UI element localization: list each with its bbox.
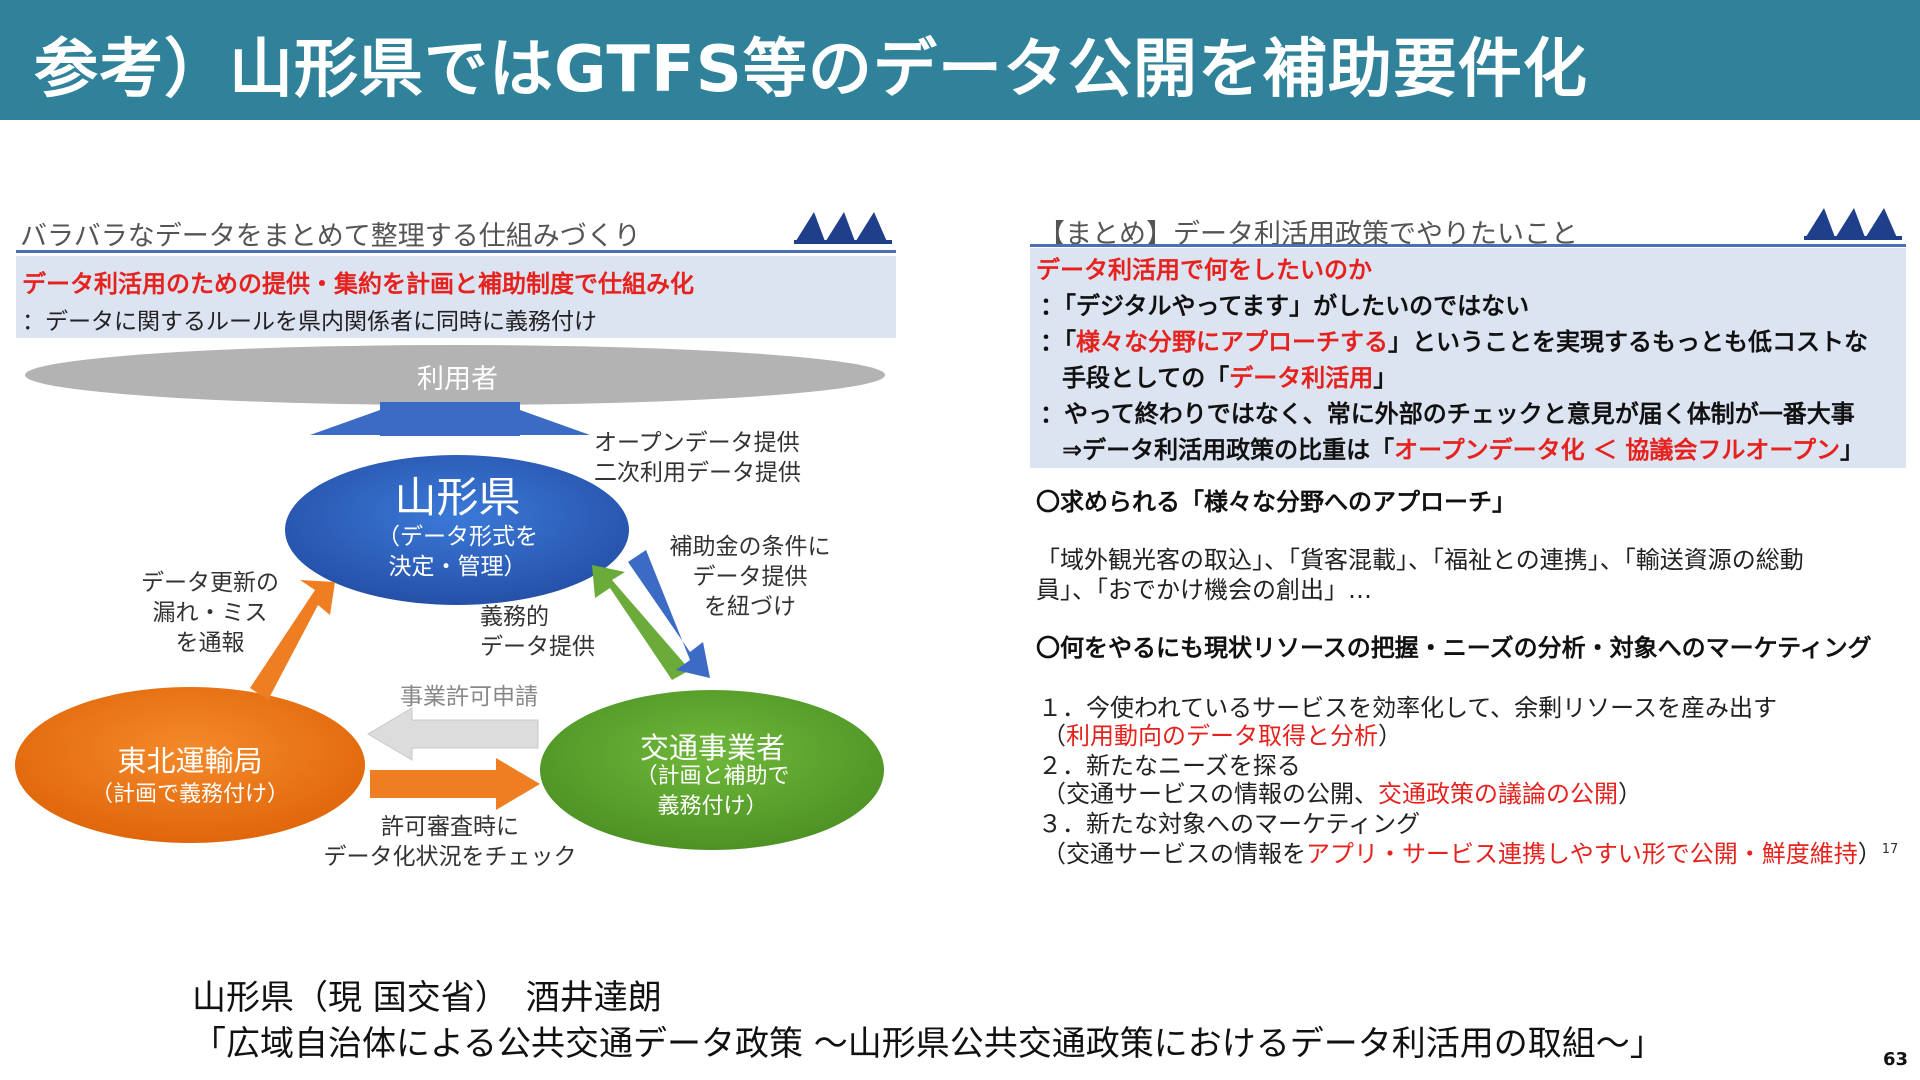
yamagata-subtitle-2: 決定・管理） (388, 554, 527, 580)
yamagata-subtitle-1: （データ形式を (377, 524, 538, 550)
right-point-2-c: 」ということを実現するもっとも低コストな (1388, 328, 1868, 356)
page-number: 63 (1882, 1049, 1908, 1070)
section-approach-body-2: 員」、「おでかけ機会の創出」… (1036, 576, 1372, 604)
item-3-sub: （交通サービスの情報をアプリ・サービス連携しやすい形で公開・鮮度維持）17 (1042, 834, 1898, 869)
right-point-4: ：やって終わりではなく、常に外部のチェックと意見が届く体制が一番大事 (1040, 400, 1855, 428)
left-heading: バラバラなデータをまとめて整理する仕組みづくり (20, 221, 641, 252)
item-1: １．今使われているサービスを効率化して、余剰リソースを産み出す (1038, 694, 1777, 722)
yamagata-title: 山形県 (394, 473, 521, 522)
right-point-2: ：「様々な分野にアプローチする」ということを実現するもっとも低コストな (1040, 322, 1868, 357)
tohoku-title: 東北運輸局 (117, 744, 263, 778)
subsidy-label: 補助金の条件に データ提供 を紐づけ (660, 532, 840, 622)
right-point-2-b: 様々な分野にアプローチする (1076, 328, 1388, 356)
right-summary-box (1030, 248, 1906, 468)
item-1-sub: （利用動向のデータ取得と分析） (1042, 716, 1402, 751)
item-1-sub-c: ） (1378, 722, 1402, 750)
right-point-3-b: データ利活用 (1229, 364, 1374, 392)
item-2-sub-a: （交通サービスの情報の公開、 (1042, 780, 1378, 808)
arrow-permit-check (370, 758, 540, 810)
data-flow-diagram (15, 345, 885, 850)
tohoku-ellipse (15, 687, 365, 843)
item-3-sub-c: ） (1857, 840, 1882, 868)
permit-application-label: 事業許可申請 (400, 684, 538, 710)
yamagata-ellipse (285, 455, 629, 605)
up-arrow-users-body (380, 410, 520, 436)
right-point-3-a: 手段としての「 (1062, 364, 1230, 392)
right-point-5: ⇒データ利活用政策の比重は「オープンデータ化 ＜ 協議会フルオープン」 (1062, 430, 1864, 465)
update-label-3: を通報 (175, 630, 245, 656)
duty-label-2: データ提供 (480, 634, 595, 660)
logo-icon (794, 212, 892, 244)
update-label: データ更新の 漏れ・ミス を通報 (120, 568, 300, 658)
duty-label-1: 義務的 (480, 604, 549, 630)
right-point-5-b: オープンデータ化 ＜ 協議会フルオープン (1394, 436, 1840, 464)
permit-check-label: 許可審査時に データ化状況をチェック (310, 812, 590, 872)
title-bar: 参考）山形県ではGTFS等のデータ公開を補助要件化 (0, 0, 1920, 120)
item-1-sub-b: 利用動向のデータ取得と分析 (1066, 722, 1378, 750)
tohoku-subtitle: （計画で義務付け） (90, 782, 289, 807)
item-1-sub-a: （ (1042, 722, 1066, 750)
right-point-3: 手段としての「データ利活用」 (1062, 358, 1397, 393)
arrow-report-update (250, 580, 335, 700)
item-2-sub-b: 交通政策の議論の公開 (1378, 780, 1618, 808)
left-rule (16, 250, 896, 253)
left-summary-line1: データ利活用のための提供・集約を計画と補助制度で仕組み化 (22, 270, 694, 298)
operator-ellipse (540, 690, 884, 850)
item-3-sub-b: アプリ・サービス連携しやすい形で公開・鮮度維持 (1306, 840, 1858, 868)
subsidy-label-3: を紐づけ (704, 594, 796, 620)
arrow-permit-application (367, 707, 539, 761)
right-point-1: ：「デジタルやってます」がしたいのではない (1040, 292, 1530, 320)
item-3-sub-a: （交通サービスの情報を (1042, 840, 1306, 868)
operator-subtitle-2: 義務付け） (657, 794, 768, 819)
open-data-label: オープンデータ提供 二次利用データ提供 (594, 428, 801, 488)
section-approach-body-1: 「域外観光客の取込」、「貨客混載」、「福祉との連携」、「輸送資源の総動 (1036, 546, 1804, 574)
open-data-label-1: オープンデータ提供 (594, 430, 800, 456)
open-data-label-2: 二次利用データ提供 (594, 460, 801, 486)
operator-subtitle: （計画と補助で 義務付け） (540, 762, 885, 822)
item-2-sub: （交通サービスの情報の公開、交通政策の議論の公開） (1042, 774, 1642, 809)
item-3: ３．新たな対象へのマーケティング (1038, 810, 1421, 838)
permit-check-label-1: 許可審査時に (381, 814, 519, 840)
yamagata-subtitle: （データ形式を 決定・管理） (285, 522, 630, 582)
slide-title: 参考）山形県ではGTFS等のデータ公開を補助要件化 (34, 33, 1588, 107)
right-question: データ利活用で何をしたいのか (1036, 256, 1372, 284)
credit-presentation-title: 「広域自治体による公共交通データ政策 ～山形県公共交通政策におけるデータ利活用の… (192, 1024, 1664, 1064)
section-approach-heading: 〇求められる「様々な分野へのアプローチ」 (1036, 488, 1516, 516)
permit-check-label-2: データ化状況をチェック (323, 844, 577, 870)
arrow-duty-data (592, 565, 690, 680)
credit-author: 山形県（現 国交省） 酒井達朗 (192, 978, 662, 1018)
right-point-2-a: ：「 (1040, 328, 1076, 356)
item-3-page-ref: 17 (1881, 842, 1899, 857)
left-summary-box (16, 256, 896, 338)
right-point-5-a: ⇒データ利活用政策の比重は「 (1062, 436, 1395, 464)
logo-icon (1804, 208, 1902, 240)
update-label-2: 漏れ・ミス (152, 600, 268, 626)
subsidy-label-1: 補助金の条件に (669, 534, 831, 560)
right-point-3-c: 」 (1373, 364, 1398, 392)
right-point-5-c: 」 (1839, 436, 1864, 464)
users-ellipse (25, 345, 885, 405)
subsidy-label-2: データ提供 (692, 564, 808, 590)
operator-title: 交通事業者 (639, 731, 785, 765)
duty-label: 義務的 データ提供 (480, 602, 595, 662)
arrow-subsidy (628, 550, 710, 678)
right-rule (1030, 244, 1906, 247)
update-label-1: データ更新の (141, 570, 279, 596)
users-label: 利用者 (417, 364, 498, 395)
section-marketing-heading: 〇何をやるにも現状リソースの把握・ニーズの分析・対象へのマーケティング (1036, 634, 1872, 662)
operator-subtitle-1: （計画と補助で (635, 764, 790, 789)
item-2: ２．新たなニーズを探る (1038, 752, 1301, 780)
left-summary-line2: ：データに関するルールを県内関係者に同時に義務付け (22, 309, 597, 335)
item-2-sub-c: ） (1618, 780, 1642, 808)
